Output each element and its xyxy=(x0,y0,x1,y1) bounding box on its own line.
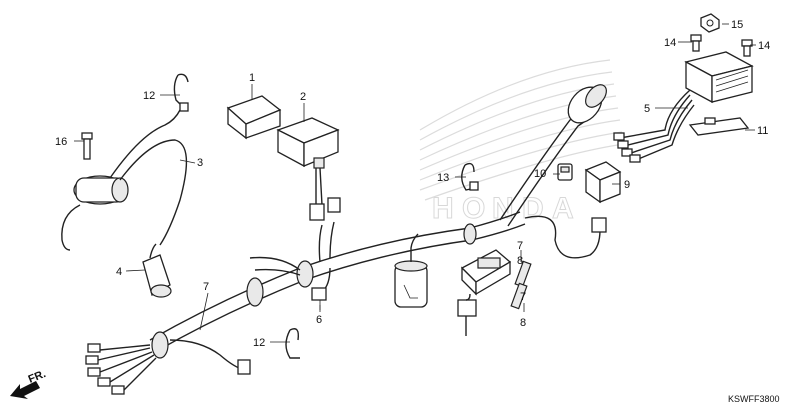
watermark-letter: A xyxy=(552,192,574,225)
callout-12a: 12 xyxy=(143,90,155,102)
bolt-16 xyxy=(81,132,93,160)
cdi-unit-2 xyxy=(276,103,341,221)
callout-8a: 8 xyxy=(517,255,523,267)
bolt-14-left xyxy=(690,34,702,52)
spark-plug-cap-4 xyxy=(142,243,172,298)
regulator-wires-5 xyxy=(613,89,695,163)
leader-lines xyxy=(74,23,756,343)
callout-9: 9 xyxy=(624,179,630,191)
callout-15: 15 xyxy=(731,19,743,31)
bolt-14-right xyxy=(741,39,753,57)
callout-16: 16 xyxy=(55,136,67,148)
callout-3: 3 xyxy=(197,157,203,169)
clip-13 xyxy=(461,162,479,191)
callout-7a: 7 xyxy=(203,281,209,293)
callout-11: 11 xyxy=(757,125,768,137)
front-label: FR. xyxy=(27,368,48,386)
callout-12b: 12 xyxy=(253,337,265,349)
clip-12-upper xyxy=(173,73,189,112)
callout-4: 4 xyxy=(116,266,122,278)
connector-6 xyxy=(311,287,327,310)
winker-relay-9 xyxy=(584,161,622,204)
callout-6: 6 xyxy=(316,314,322,326)
connector-cover-1 xyxy=(226,84,282,140)
ignition-coil-3 xyxy=(61,109,188,251)
watermark-letter: H xyxy=(432,192,454,225)
front-direction-arrow xyxy=(10,381,40,399)
fuse-box xyxy=(457,249,512,336)
callout-7c: 7 xyxy=(520,291,526,303)
part-10-block xyxy=(557,163,573,181)
callout-7b: 7 xyxy=(517,240,523,252)
watermark-letter: O xyxy=(462,192,485,225)
callout-14a: 14 xyxy=(664,37,676,49)
callout-8b: 8 xyxy=(520,317,526,329)
callout-2: 2 xyxy=(300,91,306,103)
callout-14b: 14 xyxy=(758,40,770,52)
callout-10: 10 xyxy=(534,168,546,180)
watermark-letter: D xyxy=(522,192,544,225)
mounting-plate-11 xyxy=(688,117,750,136)
fuse-7-8-lower xyxy=(510,282,528,310)
main-wire-harness-7 xyxy=(85,84,607,395)
clip-12-lower xyxy=(285,328,300,359)
nut-15 xyxy=(700,13,720,33)
cylinder-component xyxy=(394,233,428,308)
diagram-code: KSWFF3800 xyxy=(728,394,780,404)
callout-5: 5 xyxy=(644,103,650,115)
callout-13: 13 xyxy=(437,172,449,184)
callout-1: 1 xyxy=(249,72,255,84)
regulator-rectifier xyxy=(684,51,754,104)
